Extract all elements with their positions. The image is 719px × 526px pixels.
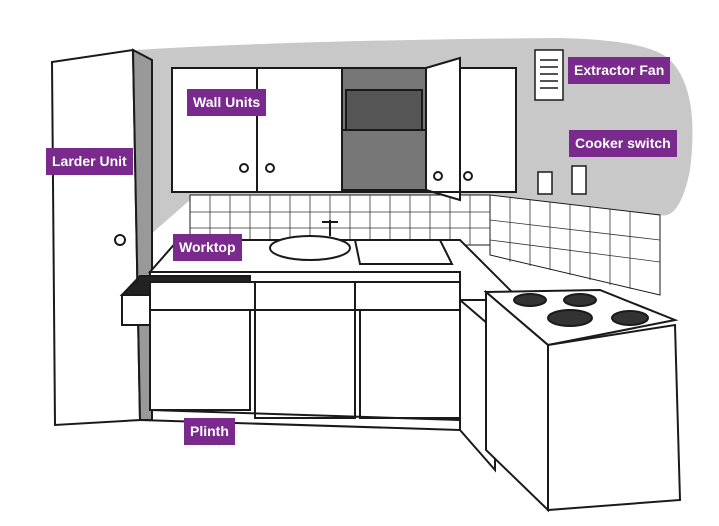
- extractor-fan: [534, 49, 564, 101]
- cooker-switch: [537, 165, 587, 195]
- wall-units: [171, 56, 517, 202]
- label-larder-unit: Larder Unit: [46, 148, 133, 175]
- label-cooker-switch: Cooker switch: [569, 130, 677, 157]
- label-wall-units: Wall Units: [187, 89, 267, 116]
- cooker: [483, 288, 682, 513]
- label-extractor-fan: Extractor Fan: [568, 57, 671, 84]
- label-plinth: Plinth: [184, 418, 235, 445]
- larder-unit: [50, 48, 153, 427]
- base-units: [139, 281, 496, 473]
- label-worktop: Worktop: [173, 234, 242, 261]
